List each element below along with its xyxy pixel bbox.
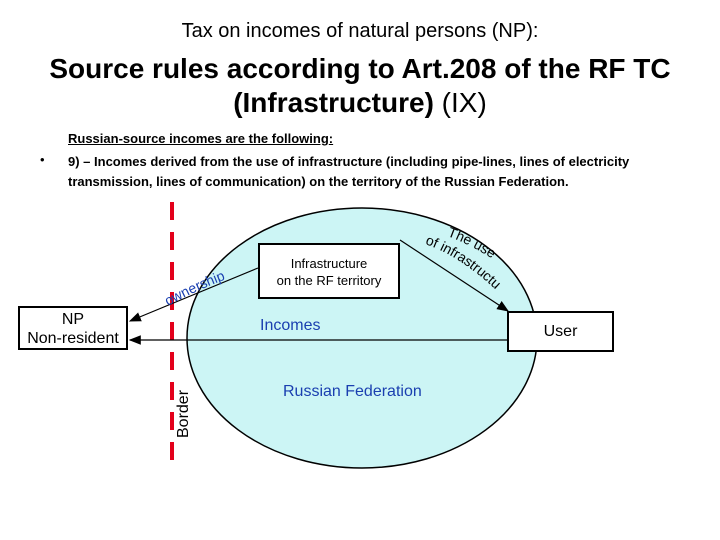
item-9-line-1: 9) – Incomes derived from the use of inf… xyxy=(68,154,630,169)
user-box: User xyxy=(507,311,614,352)
title-roman-numeral: (IX) xyxy=(433,87,487,118)
item-9-line-2: transmission, lines of communication) on… xyxy=(68,174,569,189)
np-line-2: Non-resident xyxy=(27,330,119,347)
item-9-text: 9) – Incomes derived from the use of inf… xyxy=(68,152,698,192)
np-non-resident-box: NP Non-resident xyxy=(18,306,128,350)
infrastructure-line-2: on the RF territory xyxy=(276,273,382,288)
intro-text: Russian-source incomes are the following… xyxy=(68,131,333,146)
russian-federation-label: Russian Federation xyxy=(283,383,422,400)
title-line-2: Source rules according to Art.208 of the… xyxy=(49,53,671,84)
intro-underlined: Russian-source incomes are the following xyxy=(68,131,329,146)
bullet-marker: • xyxy=(40,152,45,167)
border-label: Border xyxy=(175,389,192,438)
ownership-arrow xyxy=(128,267,259,322)
infrastructure-box: Infrastructure on the RF territory xyxy=(258,243,400,299)
title-main: Source rules according to Art.208 of the… xyxy=(0,52,720,120)
use-arrow xyxy=(399,239,510,312)
title-line-3: (Infrastructure) xyxy=(233,87,434,118)
incomes-label: Incomes xyxy=(260,317,321,334)
np-line-1: NP xyxy=(61,311,85,328)
infrastructure-line-1: Infrastructure xyxy=(290,256,368,271)
title-line-1: Tax on incomes of natural persons (NP): xyxy=(181,20,539,42)
intro-colon: : xyxy=(328,131,334,146)
